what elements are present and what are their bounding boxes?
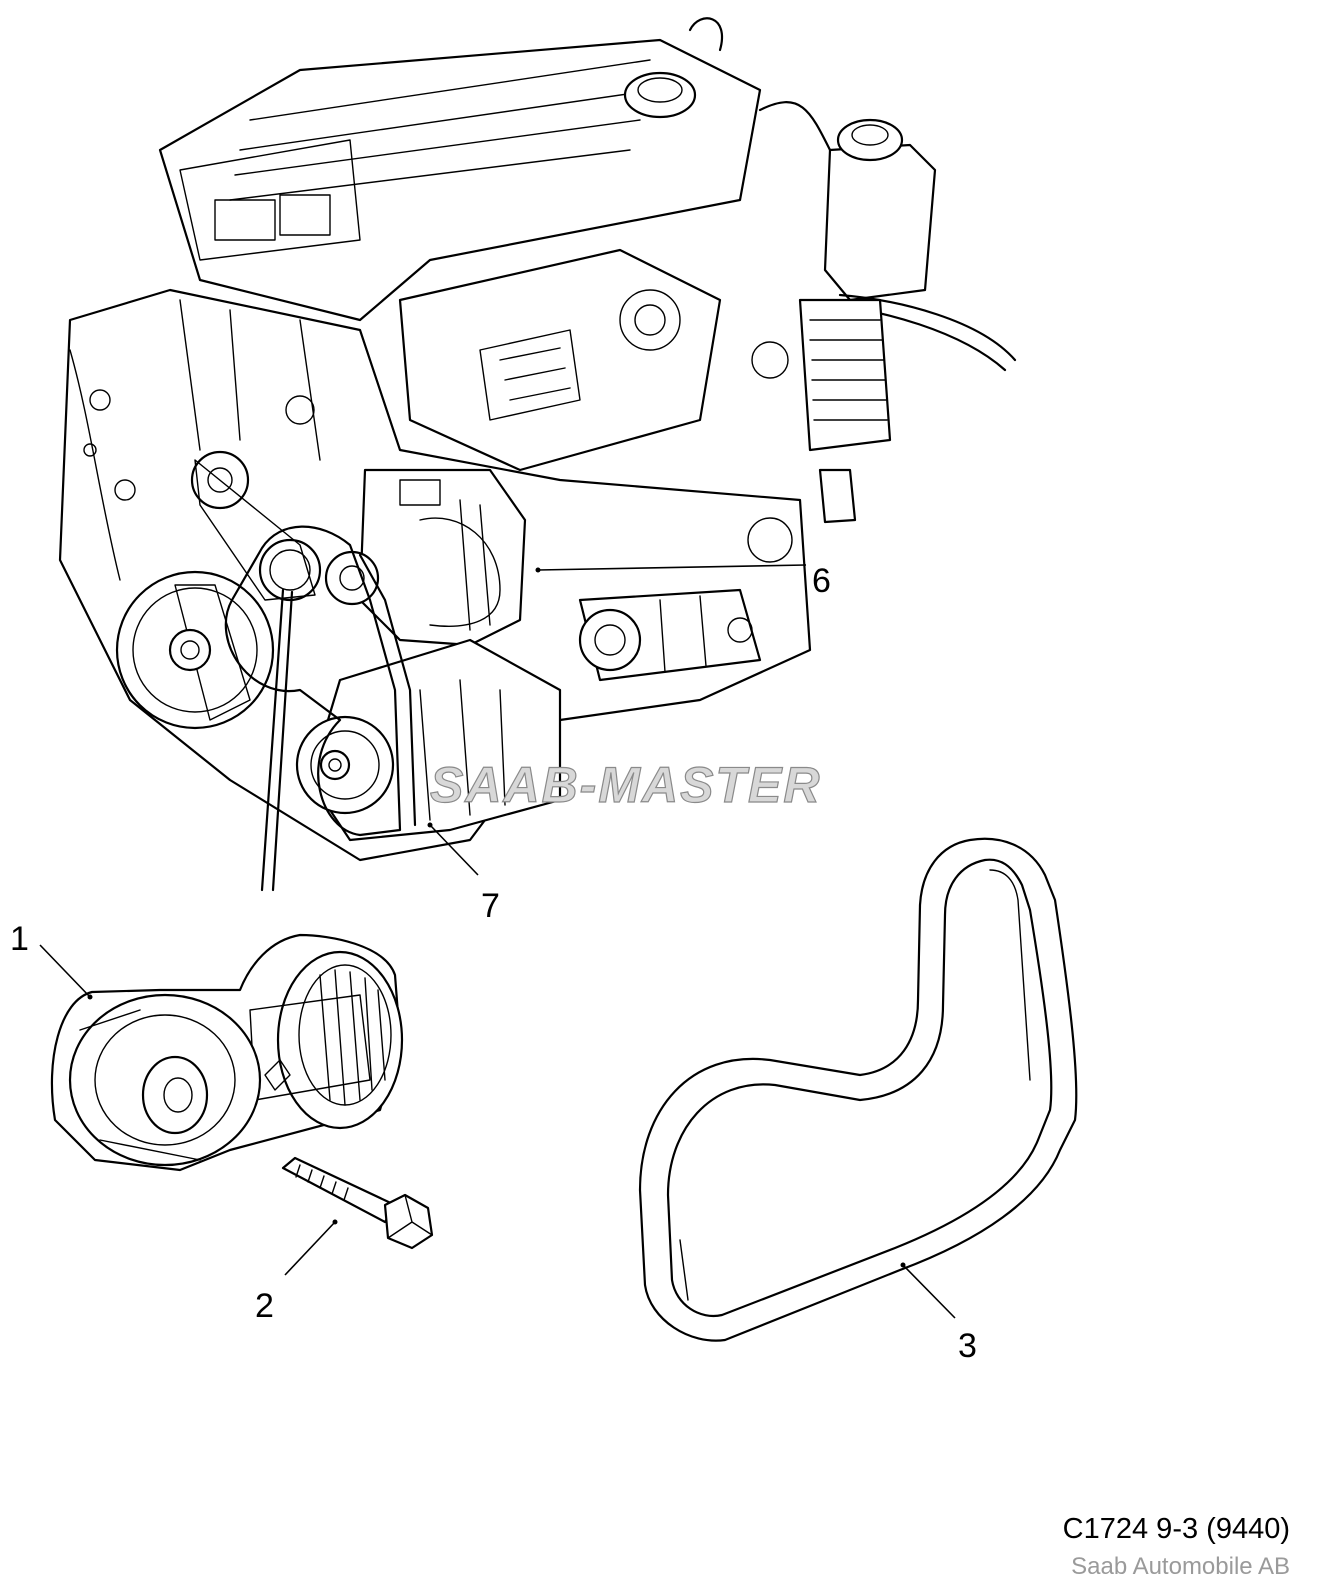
callout-number-3: 3	[958, 1327, 977, 1365]
drive-belt-part	[638, 837, 1078, 1342]
watermark-text: SAAB-MASTER	[430, 757, 821, 813]
callout-number-7: 7	[481, 887, 500, 925]
tensioner-bolt-part	[281, 1156, 434, 1250]
figure-code: C1724 9-3 (9440)	[1062, 1513, 1290, 1545]
callout-number-2: 2	[255, 1287, 274, 1325]
engine-assembly	[58, 17, 1017, 892]
callout-3: 3	[900, 1262, 977, 1365]
callout-number-1: 1	[10, 920, 29, 958]
callout-7: 7	[427, 822, 500, 925]
callout-6: 6	[535, 562, 831, 600]
callout-1: 1	[10, 920, 93, 1000]
belt-tensioner-part	[50, 933, 404, 1172]
callout-number-6: 6	[812, 562, 831, 600]
callout-2: 2	[255, 1219, 338, 1325]
copyright-notice: Saab Automobile AB	[1071, 1553, 1290, 1580]
